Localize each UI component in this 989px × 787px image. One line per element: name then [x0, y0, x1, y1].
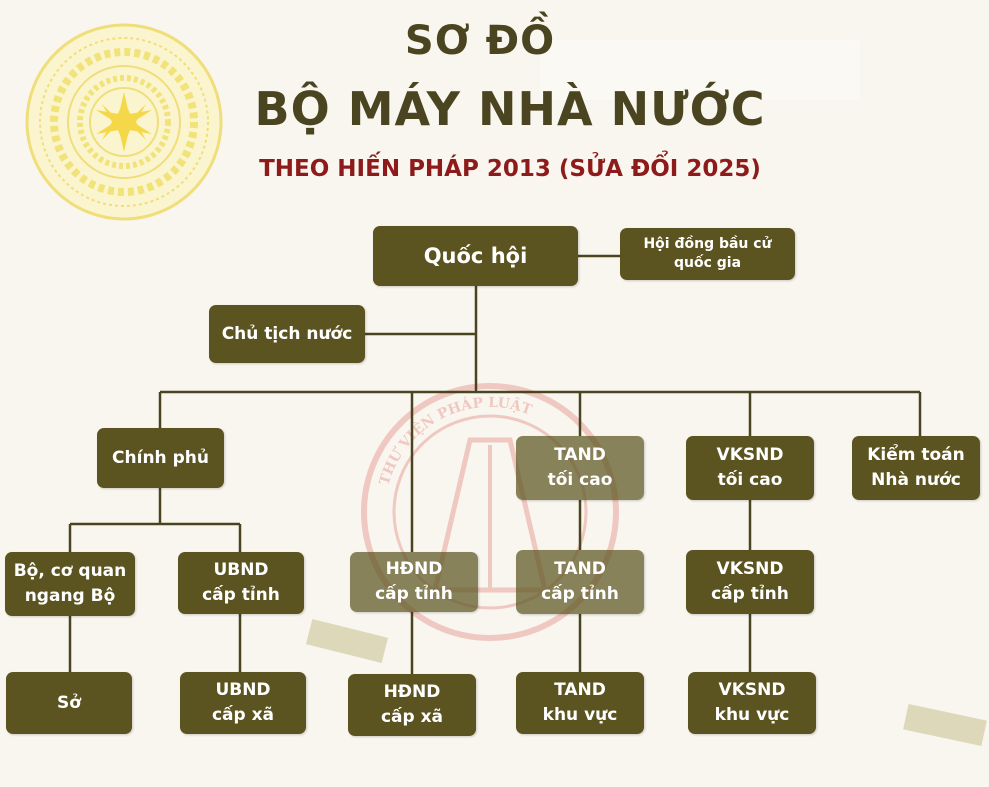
- node-label: VKSND khu vực: [714, 680, 790, 725]
- subtitle: THEO HIẾN PHÁP 2013 (SỬA ĐỔI 2025): [259, 156, 761, 182]
- node-tand-khu-vuc: TAND khu vực: [516, 672, 644, 734]
- node-kiem-toan-nha-nuoc: Kiểm toán Nhà nước: [852, 436, 980, 500]
- node-label: Kiểm toán Nhà nước: [867, 445, 965, 490]
- node-label: HĐND cấp xã: [380, 682, 444, 727]
- node-label: HĐND cấp tỉnh: [375, 559, 453, 604]
- node-label: UBND cấp xã: [211, 680, 275, 725]
- node-label: TAND cấp tỉnh: [541, 559, 619, 604]
- node-hoi-dong-bau-cu: Hội đồng bầu cử quốc gia: [620, 228, 795, 280]
- node-chinh-phu: Chính phủ: [97, 428, 224, 488]
- node-hdnd-cap-xa: HĐND cấp xã: [348, 674, 476, 736]
- node-quoc-hoi: Quốc hội: [373, 226, 578, 286]
- node-label: VKSND cấp tỉnh: [711, 559, 789, 604]
- node-label: Chủ tịch nước: [221, 323, 353, 344]
- node-vksnd-cap-tinh: VKSND cấp tỉnh: [686, 550, 814, 614]
- node-label: Quốc hội: [423, 243, 528, 268]
- node-label: TAND tối cao: [547, 445, 613, 490]
- drum-emblem-icon: [25, 23, 223, 221]
- node-label: UBND cấp tỉnh: [202, 560, 280, 605]
- node-tand-toi-cao: TAND tối cao: [516, 436, 644, 500]
- node-label: Sở: [57, 692, 81, 713]
- node-hdnd-cap-tinh: HĐND cấp tỉnh: [350, 552, 478, 612]
- connector-lines: [68, 254, 922, 674]
- node-label: VKSND tối cao: [716, 445, 784, 490]
- node-label: Bộ, cơ quan ngang Bộ: [13, 561, 127, 606]
- title-line-1: SƠ ĐỒ: [404, 18, 556, 64]
- node-so: Sở: [6, 672, 132, 734]
- node-label: TAND khu vực: [542, 680, 618, 725]
- node-ubnd-cap-tinh: UBND cấp tỉnh: [178, 552, 304, 614]
- node-bo-co-quan-ngang-bo: Bộ, cơ quan ngang Bộ: [5, 552, 135, 616]
- node-ubnd-cap-xa: UBND cấp xã: [180, 672, 306, 734]
- node-vksnd-khu-vuc: VKSND khu vực: [688, 672, 816, 734]
- node-label: Hội đồng bầu cử quốc gia: [643, 236, 772, 271]
- node-tand-cap-tinh: TAND cấp tỉnh: [516, 550, 644, 614]
- node-vksnd-toi-cao: VKSND tối cao: [686, 436, 814, 500]
- title-line-2: BỘ MÁY NHÀ NƯỚC: [254, 82, 766, 136]
- node-label: Chính phủ: [112, 447, 209, 468]
- node-chu-tich-nuoc: Chủ tịch nước: [209, 305, 365, 363]
